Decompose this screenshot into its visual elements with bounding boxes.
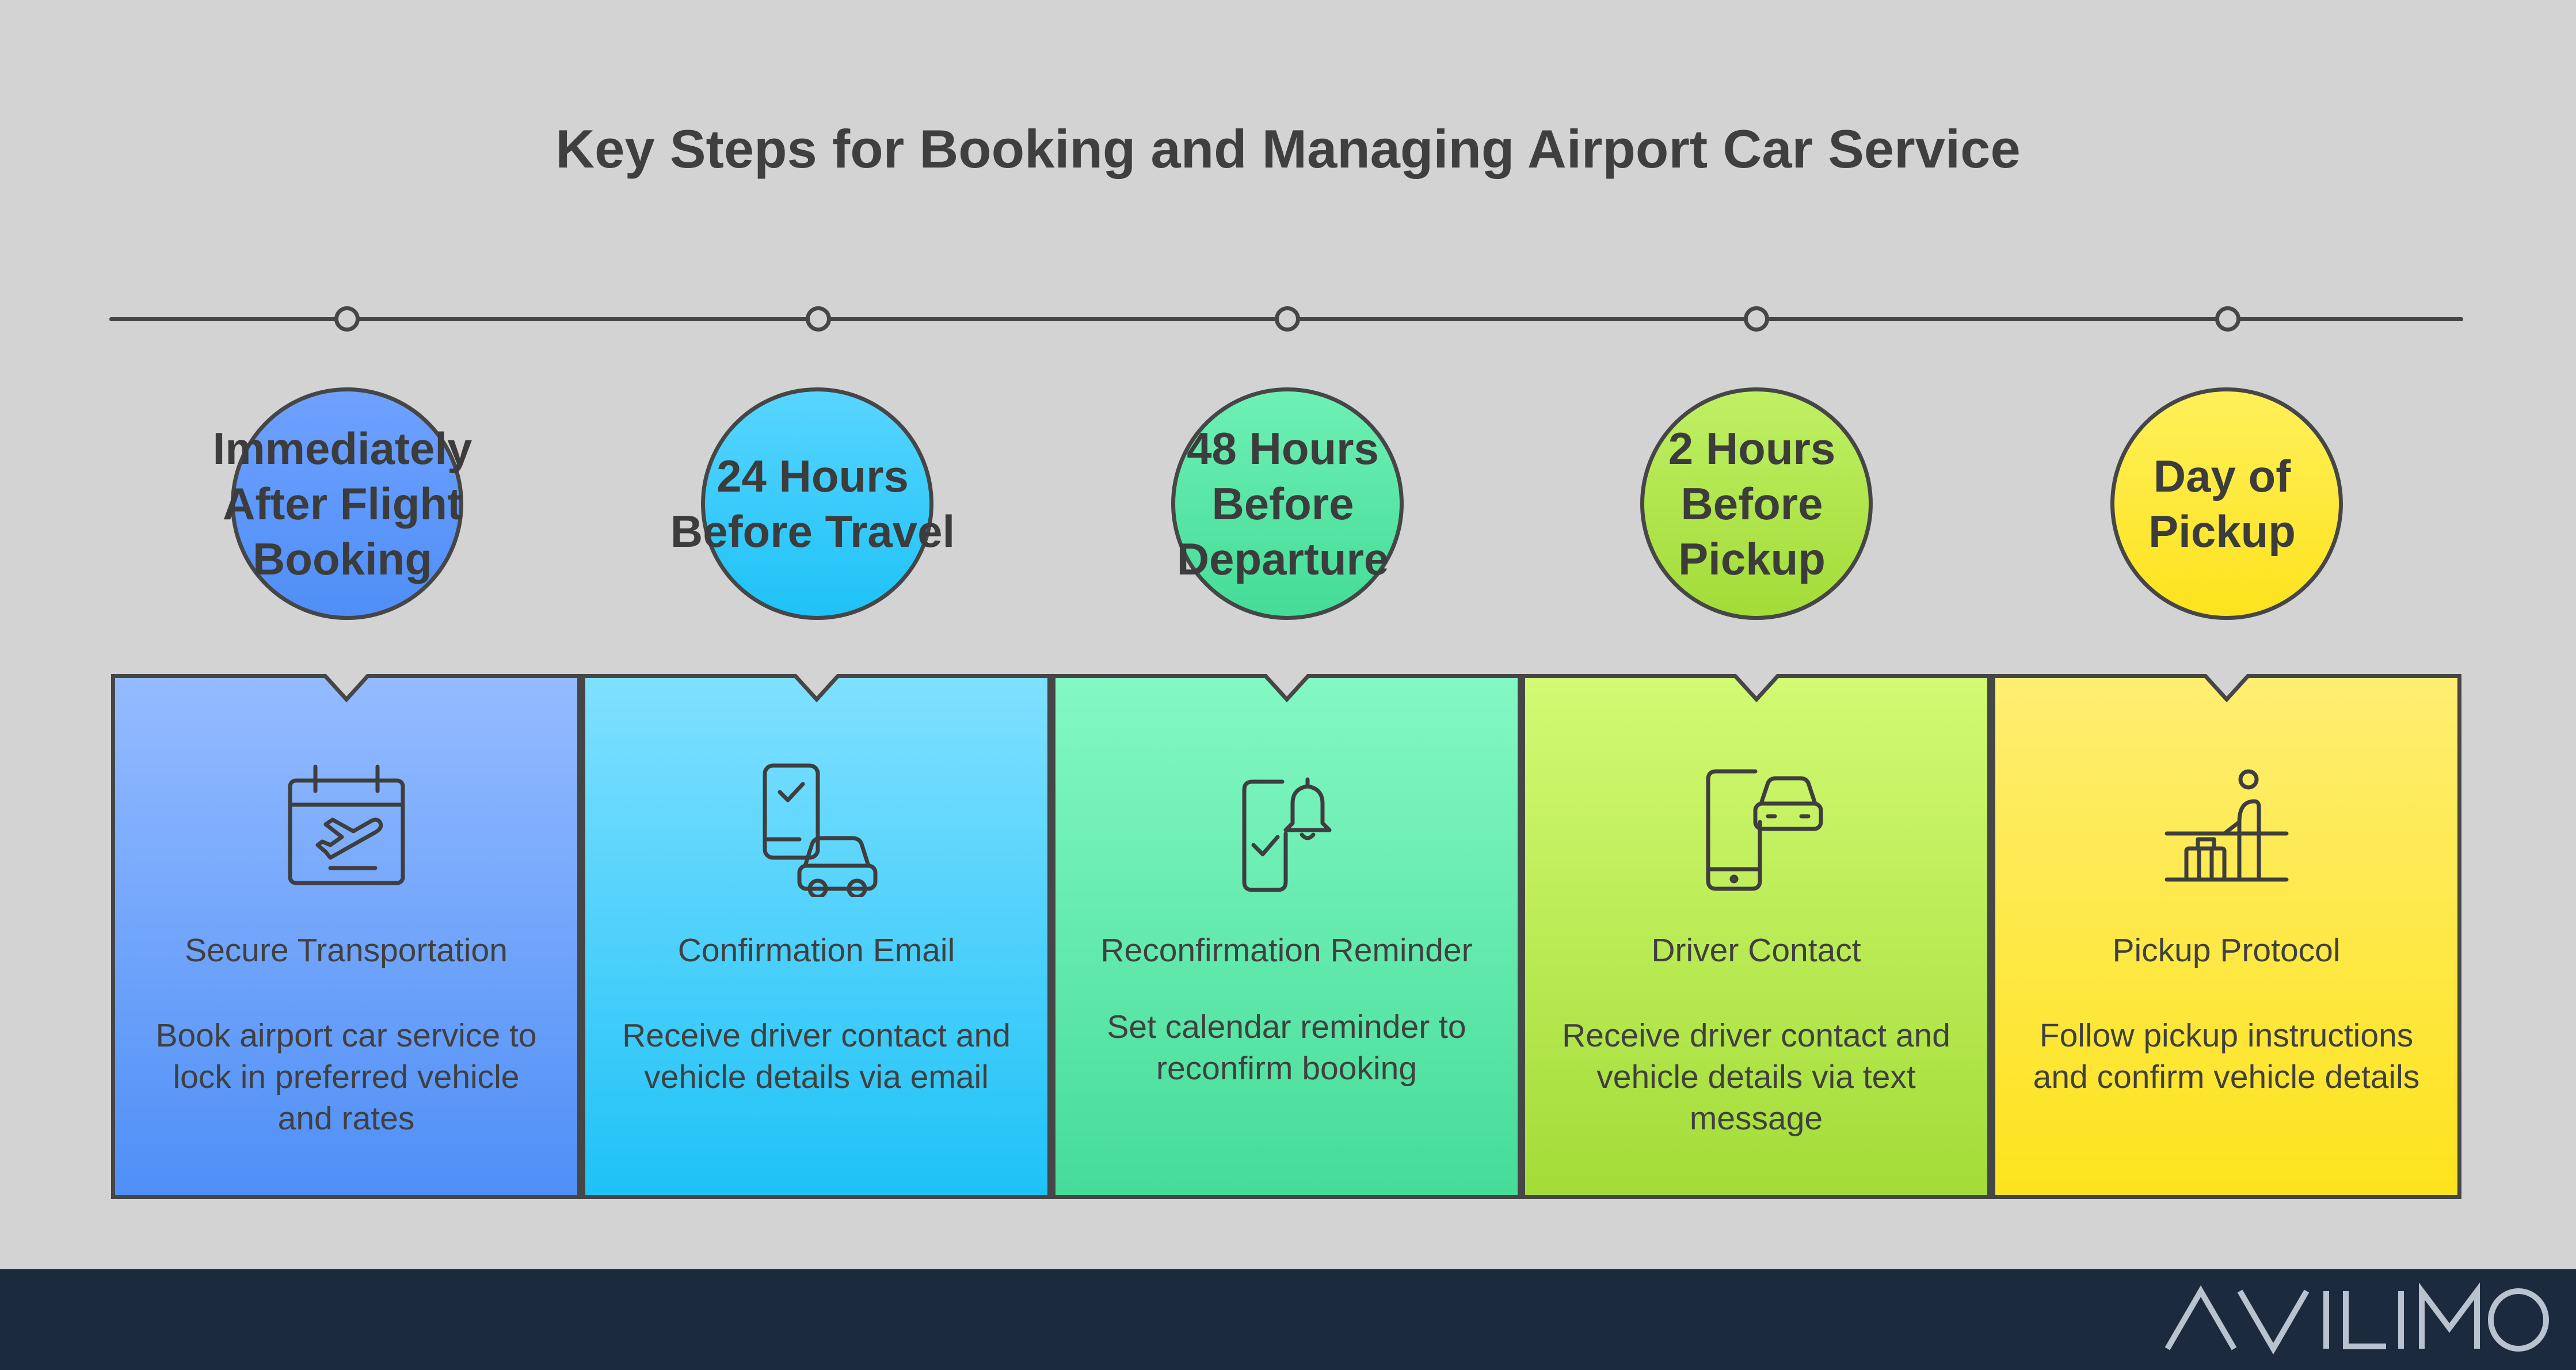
step-description-4: Receive driver contact and vehicle detai… [1562,1017,1950,1137]
logo-letter-l [2343,1291,2386,1349]
panel-notch [323,674,369,703]
step-heading-5: Pickup Protocol [2112,932,2341,969]
step-description-1: Book airport car service to lock in pref… [155,1017,537,1137]
time-label-4: 2 Hours Before Pickup [1668,423,1836,584]
step-heading-2: Confirmation Email [677,932,955,969]
timeline-dot-1 [334,306,360,332]
logo-letter-a [2165,1285,2237,1350]
footer-bar [0,1269,2576,1370]
panel-notch [1733,674,1779,703]
time-label-5: Day of Pickup [2148,451,2296,557]
avilimo-logo [2165,1283,2549,1354]
timeline-dot-4 [1744,306,1769,332]
step-panel-4: Driver Contact Receive driver contact an… [1521,674,1991,1199]
step-heading-4: Driver Contact [1651,932,1861,969]
step-description-3: Set calendar reminder to reconfirm booki… [1107,1009,1466,1087]
time-label-1: Immediately After Flight Booking [212,423,472,584]
logo-letter-o [2488,1288,2549,1352]
time-circle-4 [1640,387,1873,620]
infographic-title: Key Steps for Booking and Managing Airpo… [555,119,2021,179]
infographic-canvas: Key Steps for Booking and Managing Airpo… [109,119,2463,1199]
step-description-5: Follow pickup instructions and confirm v… [2033,1017,2420,1095]
step-panel-3: Reconfirmation Reminder Set calendar rem… [1051,674,1522,1199]
phone-car-icon [1706,769,1823,891]
timeline-dot-2 [806,306,831,332]
step-panel-2: Confirmation Email Receive driver contac… [581,674,1051,1199]
time-circle-1 [231,387,463,620]
panel-notch [793,674,840,703]
time-label-2: 24 Hours Before Travel [670,451,955,557]
step-panel-5: Pickup Protocol Follow pickup instructio… [1991,674,2461,1199]
time-label-3: 48 Hours Before Departure [1176,423,1389,584]
panel-notch [2203,674,2250,703]
time-circle-2 [701,387,933,620]
phone-check-car-icon [763,763,877,897]
step-heading-1: Secure Transportation [185,932,508,969]
timeline-dot-5 [2215,306,2240,332]
timeline-dot-3 [1275,306,1300,332]
logo-letter-m [2419,1283,2480,1349]
person-luggage-icon [2165,769,2288,882]
step-heading-3: Reconfirmation Reminder [1100,932,1473,969]
logo-letter-v [2237,1289,2310,1354]
step-description-2: Receive driver contact and vehicle detai… [622,1017,1011,1095]
time-circle-5 [2110,387,2343,620]
panel-notch [1263,674,1310,703]
phone-check-bell-icon [1242,777,1331,892]
calendar-airplane-icon [288,764,405,885]
time-circle-3 [1171,387,1404,620]
step-panel-1: Secure Transportation Book airport car s… [111,674,581,1199]
